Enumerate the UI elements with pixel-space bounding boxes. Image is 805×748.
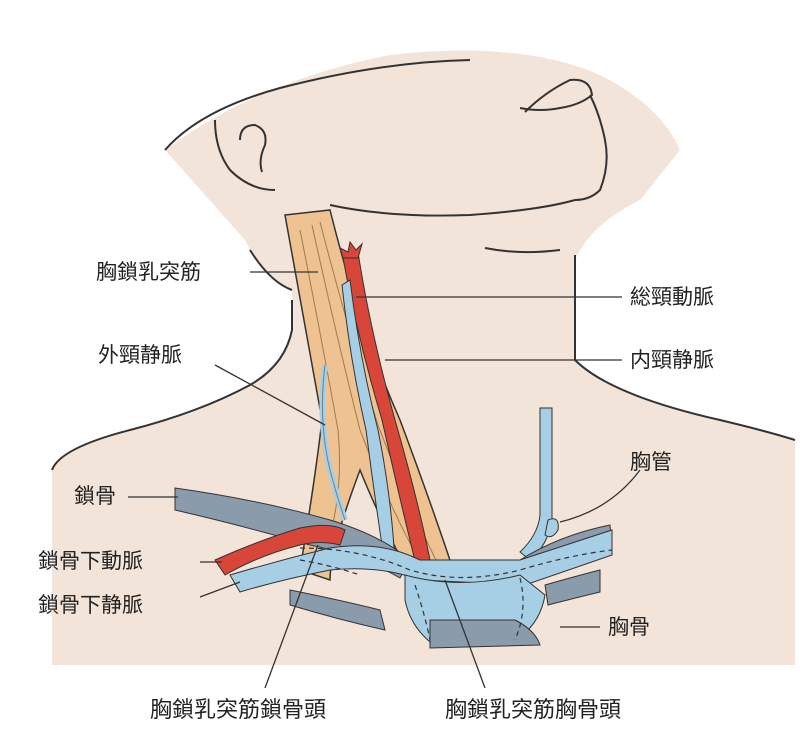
label-external-jugular-vein: 外頸静脈 (98, 345, 182, 366)
label-clavicle: 鎖骨 (74, 486, 116, 507)
label-sternum: 胸骨 (608, 617, 650, 638)
label-scm-sternal-head: 胸鎖乳突筋胸骨頭 (445, 700, 621, 722)
label-common-carotid-artery: 総頸動脈 (630, 287, 714, 308)
label-sternocleidomastoid: 胸鎖乳突筋 (96, 262, 201, 283)
label-thoracic-duct: 胸管 (630, 452, 672, 473)
label-scm-clavicular-head: 胸鎖乳突筋鎖骨頭 (150, 700, 326, 722)
label-subclavian-vein: 鎖骨下静脈 (38, 595, 143, 616)
label-subclavian-artery: 鎖骨下動脈 (38, 551, 143, 572)
label-internal-jugular-vein: 内頸静脈 (630, 350, 714, 371)
